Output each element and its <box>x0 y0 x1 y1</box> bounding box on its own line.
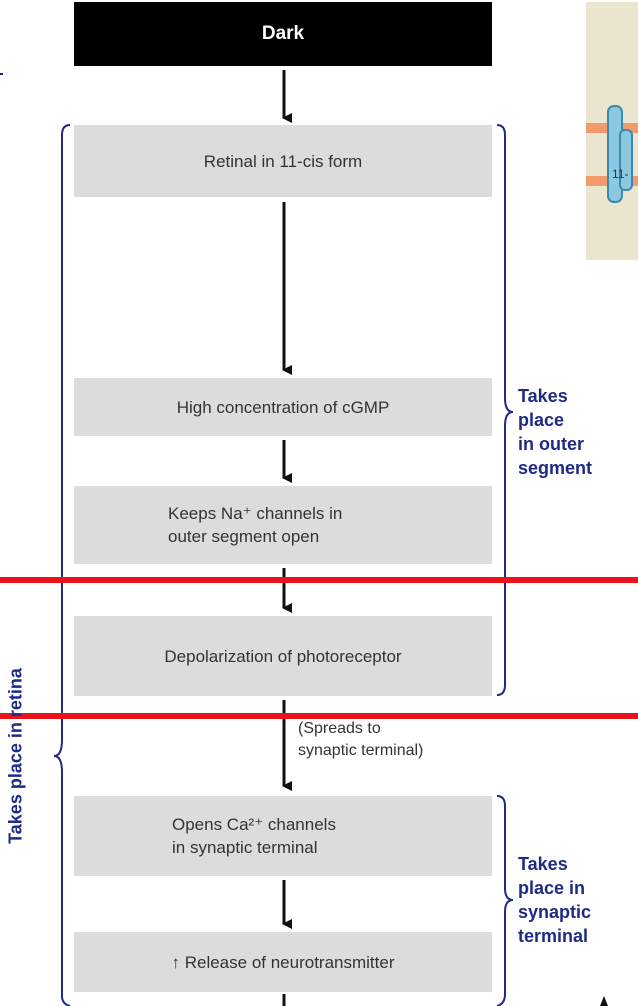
label-synaptic-l2: place in <box>518 878 586 898</box>
bracket-synaptic-terminal <box>496 795 514 1006</box>
box-na-line2: outer segment open <box>168 527 320 546</box>
label-outer-l4: segment <box>518 458 593 478</box>
box-depolarization: Depolarization of photoreceptor <box>74 616 492 696</box>
spread-note-line2: synaptic terminal) <box>298 742 424 759</box>
label-synaptic-l1: Takes <box>518 854 568 874</box>
label-retina-vertical: Takes place in retina <box>5 668 26 844</box>
label-synaptic-terminal: Takes place in synaptic terminal <box>518 852 591 948</box>
box-ca-channels-open: Opens Ca²⁺ channels in synaptic terminal <box>74 796 492 876</box>
label-synaptic-l3: synaptic <box>518 902 592 922</box>
dark-header: Dark <box>74 2 492 66</box>
box-ca-line2: in synaptic terminal <box>172 838 318 857</box>
box-ca-line1: Opens Ca²⁺ channels <box>172 815 336 834</box>
spread-note-line1: (Spreads to <box>298 720 381 737</box>
label-outer-l3: in outer <box>518 434 584 454</box>
box-na-channels-open: Keeps Na⁺ channels in outer segment open <box>74 486 492 564</box>
membrane-image-text: 11- <box>612 167 629 181</box>
box-high-cgmp: High concentration of cGMP <box>74 378 492 436</box>
box-retinal-text: Retinal in 11-cis form <box>203 151 363 171</box>
bracket-outer-segment <box>496 124 514 696</box>
label-outer-l1: Takes <box>518 386 568 406</box>
box-release-neurotransmitter: ↑ Release of neurotransmitter <box>74 932 492 992</box>
dark-header-label: Dark <box>261 23 305 44</box>
label-outer-segment: Takes place in outer segment <box>518 384 592 480</box>
box-cgmp-text: High concentration of cGMP <box>176 397 390 417</box>
box-na-line1: Keeps Na⁺ channels in <box>168 504 343 523</box>
box-retinal-11-cis: Retinal in 11-cis form <box>74 125 492 197</box>
box-depol-text: Depolarization of photoreceptor <box>164 646 402 666</box>
arrow-up-edge <box>600 996 608 1006</box>
box-release-text: ↑ Release of neurotransmitter <box>171 952 395 972</box>
spread-note: (Spreads to synaptic terminal) <box>298 718 423 762</box>
label-synaptic-l4: terminal <box>518 926 589 946</box>
rhodopsin-icon <box>607 105 633 203</box>
bracket-retina <box>53 124 71 1006</box>
label-outer-l2: place <box>518 410 565 430</box>
